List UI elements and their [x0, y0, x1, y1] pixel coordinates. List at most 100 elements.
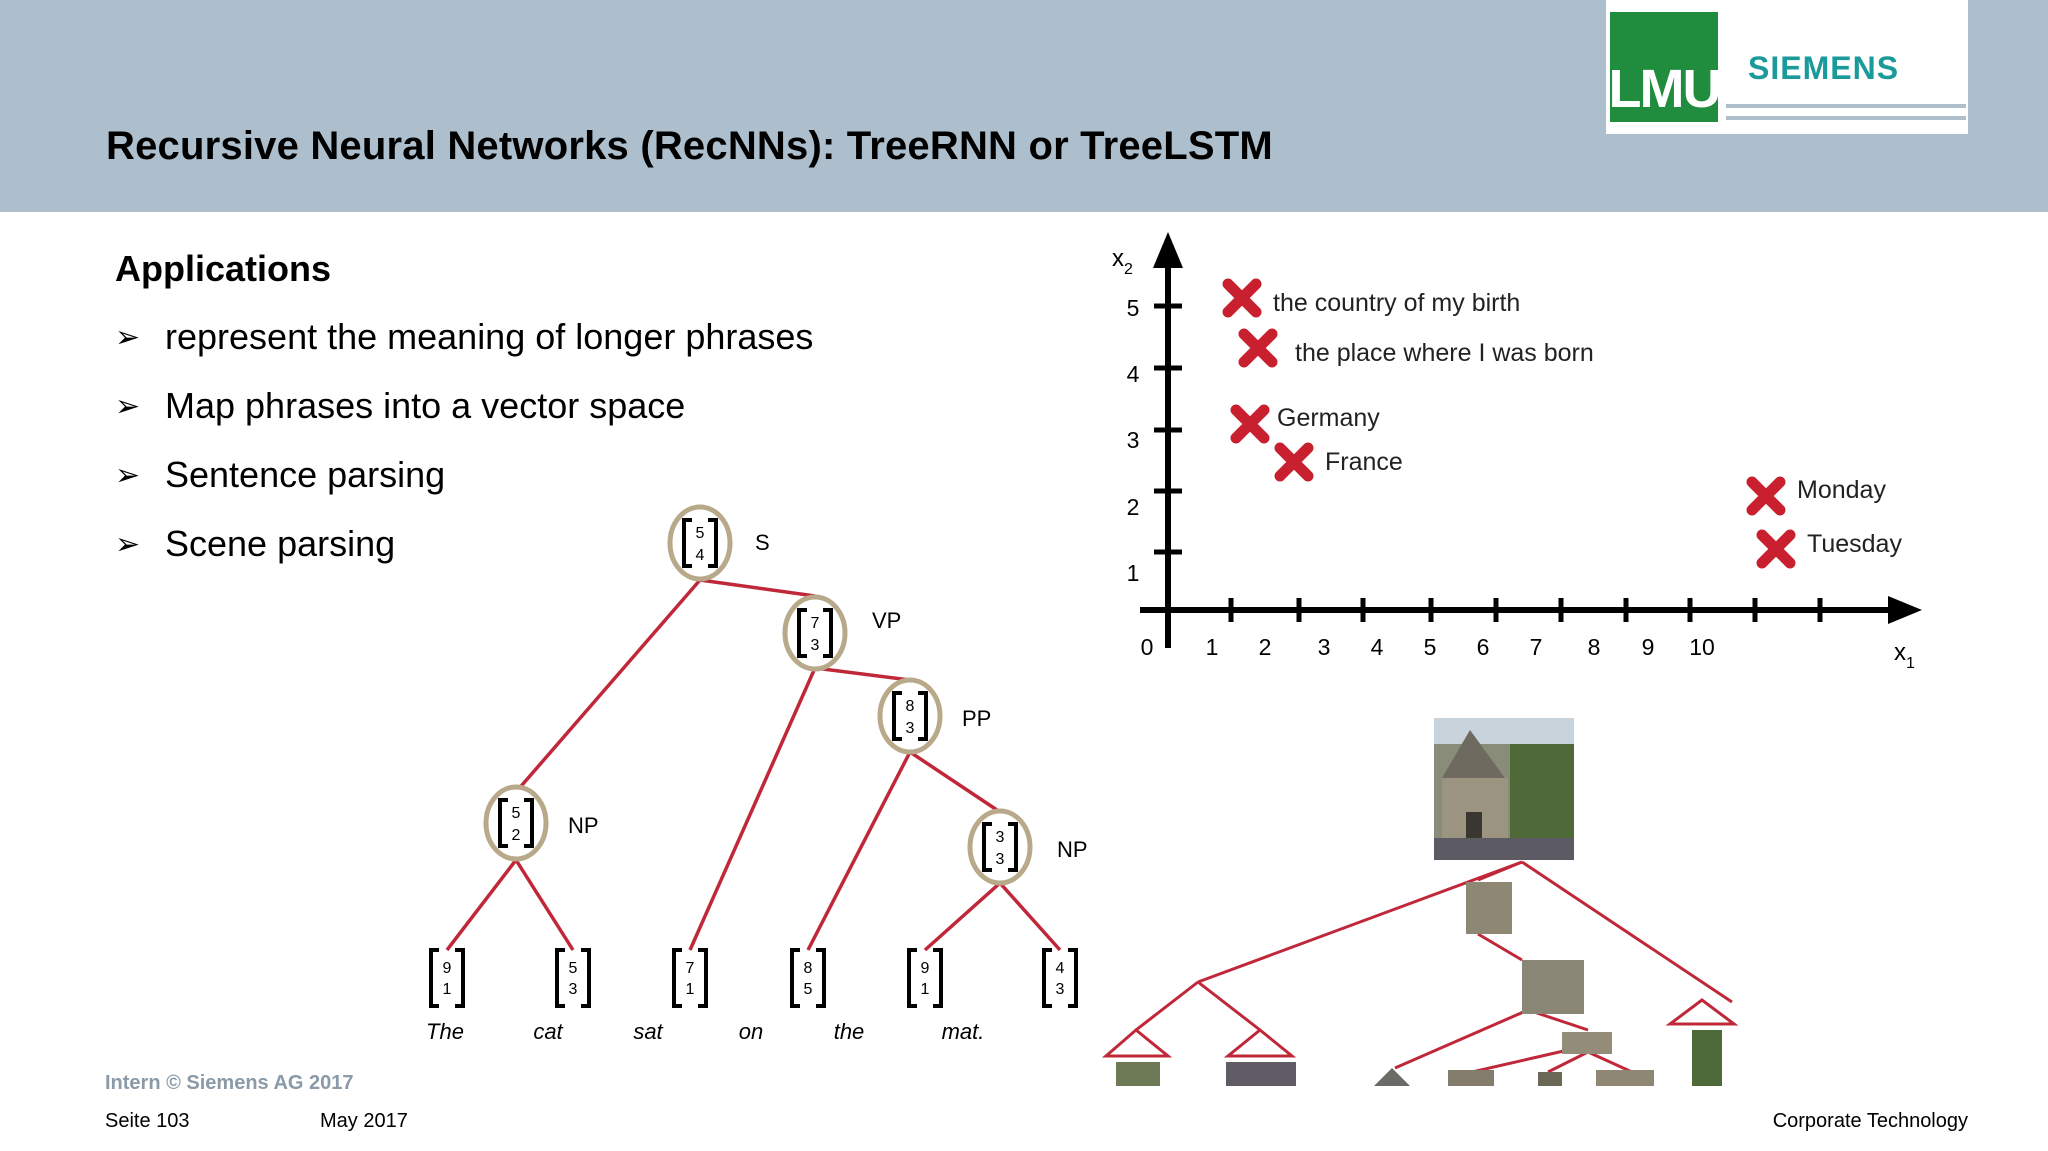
vector-value: 5	[569, 960, 578, 977]
tree-edge	[814, 666, 911, 682]
segment-thumb	[1692, 1030, 1722, 1086]
y-tick-label: 4	[1127, 361, 1140, 387]
leaf-word: mat.	[942, 1019, 985, 1044]
vector-value: 1	[921, 981, 930, 998]
node-ring	[967, 808, 1033, 886]
leaf-words: The cat sat on the mat.	[426, 1019, 984, 1044]
vector-value: 9	[921, 960, 930, 977]
vector-values: 5 4 7 3 8 3 5 2 3 3 9 1 5 3 7 1 8 5 9 1 …	[443, 525, 1065, 998]
point-label: Monday	[1797, 476, 1886, 504]
node-ring	[782, 594, 848, 672]
bullet-text: represent the meaning of longer phrases	[165, 316, 814, 357]
vector-bracket	[892, 691, 928, 741]
node-labels: S VP PP NP NP	[568, 530, 1088, 862]
applications-heading: Applications	[115, 248, 332, 289]
tree-edge	[998, 881, 1062, 952]
siemens-logo: SIEMENS	[1748, 50, 1900, 86]
x-marker-icon	[1756, 529, 1796, 569]
footer-date: May 2017	[320, 1110, 408, 1132]
vector-value: 3	[996, 829, 1005, 846]
tree-edge	[909, 750, 1001, 814]
x-tick-label: 6	[1477, 634, 1490, 660]
point-label: France	[1325, 448, 1403, 476]
node-label: PP	[962, 706, 991, 731]
vector-bracket	[1042, 948, 1078, 1008]
footer-department: Corporate Technology	[1772, 1110, 1968, 1132]
x-marker-icon	[1222, 278, 1262, 318]
bullet-text: Scene parsing	[165, 523, 396, 564]
vector-value: 7	[811, 615, 820, 632]
lmu-logo: LMU	[1609, 12, 1721, 122]
vector-bracket	[790, 948, 826, 1008]
scene-edge	[1197, 980, 1261, 1032]
leaf-word: the	[834, 1019, 865, 1044]
scene-edge	[1135, 980, 1199, 1032]
vector-value: 8	[906, 698, 915, 715]
vector-bracket	[555, 948, 591, 1008]
plot-axes	[1140, 248, 1908, 648]
x-tick-label: 7	[1530, 634, 1543, 660]
x-marker-icon	[1238, 328, 1278, 368]
node-label: S	[755, 530, 770, 555]
scene-triangle	[1665, 998, 1739, 1026]
vector-bracket	[498, 798, 534, 848]
x-tick-labels: 0 1 2 3 4 5 6 7 8 9 10	[1141, 634, 1715, 660]
segment-thumb	[1538, 1072, 1562, 1086]
tree-edge	[514, 859, 575, 951]
segment-thumb	[1448, 1070, 1494, 1086]
vector-value: 3	[1056, 981, 1065, 998]
x-tick-label: 4	[1371, 634, 1384, 660]
segment-thumb	[1596, 1070, 1654, 1086]
x-tick-label: 8	[1588, 634, 1601, 660]
scene-edge	[1471, 1048, 1569, 1074]
x-marker-icon	[1274, 442, 1314, 482]
scene-triangle	[1101, 1028, 1173, 1058]
vector-bracket	[797, 608, 833, 658]
leaf-word: The	[426, 1019, 464, 1044]
bullet-text: Sentence parsing	[165, 454, 446, 495]
vector-value: 1	[443, 981, 452, 998]
segment-thumb	[1116, 1062, 1160, 1086]
vector-value: 4	[696, 547, 705, 564]
y-tick-label: 5	[1127, 295, 1140, 321]
point-markers	[1222, 278, 1796, 569]
scene-parse-tree	[1101, 718, 1739, 1086]
bullet-item: ➢ Scene parsing	[115, 523, 395, 565]
scene-root-photo	[1434, 718, 1574, 860]
point-label: Germany	[1277, 404, 1380, 432]
vector-value: 5	[804, 981, 813, 998]
x-marker-icon	[1746, 476, 1786, 516]
vector-value: 8	[804, 960, 813, 977]
footer-page-number: Seite 103	[105, 1110, 190, 1132]
x-axis-arrowhead	[1888, 596, 1922, 624]
tree-edge	[514, 578, 702, 794]
vector-value: 2	[512, 827, 521, 844]
axis-titles: x2 x1	[1112, 245, 1915, 672]
vector-space-plot: 0 1 2 3 4 5 6 7 8 9 10 1 2 3 4 5 x2 x1	[1112, 232, 1922, 672]
vector-bracket	[429, 948, 465, 1008]
y-tick-label: 2	[1127, 494, 1140, 520]
bullet-item: ➢ Sentence parsing	[115, 454, 445, 496]
footer-copyright: Intern © Siemens AG 2017	[105, 1072, 354, 1094]
parse-tree	[445, 578, 1062, 952]
point-label: the country of my birth	[1273, 289, 1520, 317]
scene-edge	[1521, 860, 1733, 1004]
bullet-item: ➢ Map phrases into a vector space	[115, 385, 685, 427]
point-labels: the country of my birth the place where …	[1273, 289, 1902, 558]
y-tick-marks	[1154, 303, 1182, 555]
scene-edge	[1547, 1050, 1589, 1074]
x-tick-label: 9	[1642, 634, 1655, 660]
x-tick-label: 10	[1689, 634, 1715, 660]
vector-value: 1	[686, 981, 695, 998]
vector-value: 9	[443, 960, 452, 977]
segment-thumb	[1522, 960, 1584, 1014]
vector-bracket	[907, 948, 943, 1008]
x-tick-label: 5	[1424, 634, 1437, 660]
scene-tree-edges	[1101, 860, 1739, 1074]
vector-value: 3	[996, 851, 1005, 868]
scene-region-thumbs	[1116, 882, 1722, 1086]
vector-brackets	[429, 518, 1078, 1008]
scene-edge	[1394, 1008, 1529, 1070]
vector-value: 4	[1056, 960, 1065, 977]
